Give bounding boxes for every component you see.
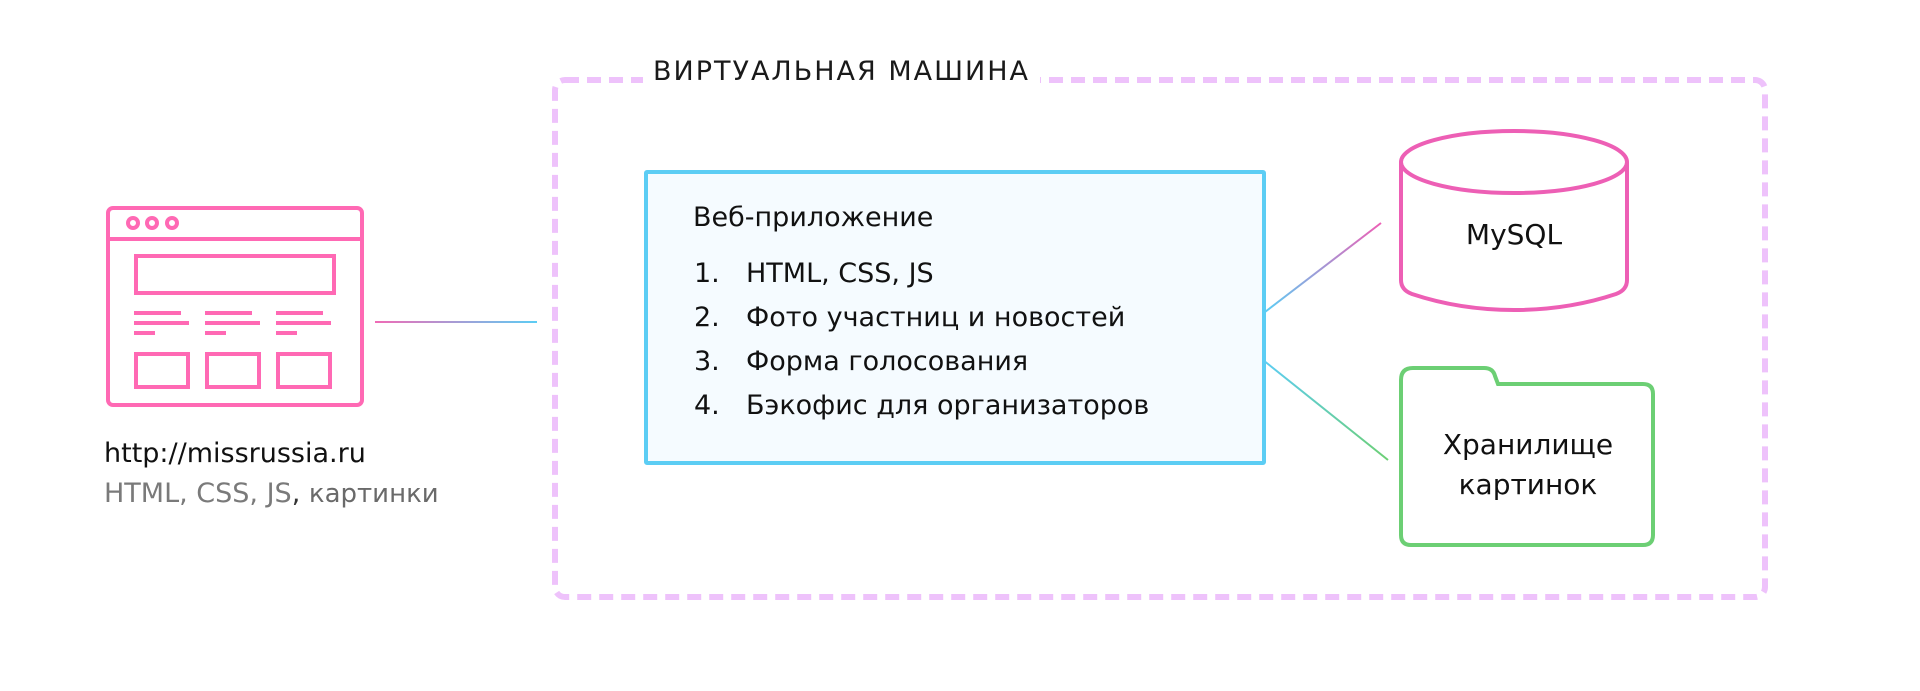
list-item-number: 2. [694, 302, 720, 333]
list-item-label: Бэкофис для организаторов [746, 390, 1150, 421]
site-assets-images: картинки [308, 479, 439, 509]
site-url: http://missrussia.ru [104, 438, 366, 469]
storage-label-line2: картинок [1458, 468, 1598, 501]
list-item-label: Фото участниц и новостей [746, 302, 1126, 333]
list-item-number: 3. [694, 346, 720, 377]
list-item-label: Форма голосования [746, 346, 1029, 377]
web-app-box: Веб-приложение 1. HTML, CSS, JS 2. Фото уч… [644, 170, 1266, 465]
mysql-label: MySQL [1465, 218, 1563, 251]
vm-frame-title: ВИРТУАЛЬНАЯ МАШИНА [643, 56, 1040, 87]
list-item: 3. Форма голосования [694, 340, 1149, 384]
connector-webapp-to-mysql [1264, 222, 1382, 313]
list-item: 1. HTML, CSS, JS [694, 252, 1149, 296]
storage-label-line1: Хранилище [1442, 428, 1614, 461]
list-item: 4. Бэкофис для организаторов [694, 384, 1149, 428]
database-cylinder-icon [1399, 129, 1629, 313]
list-item-number: 4. [694, 390, 720, 421]
folder-icon [1399, 366, 1655, 547]
web-app-list: 1. HTML, CSS, JS 2. Фото участниц и новост… [694, 252, 1149, 428]
connector-webapp-to-storage [1262, 359, 1389, 461]
list-item-number: 1. [694, 258, 720, 289]
browser-window-icon [106, 206, 364, 407]
site-assets-separator: , [291, 478, 301, 509]
list-item: 2. Фото участниц и новостей [694, 296, 1149, 340]
storage-label: Хранилище картинок [1400, 425, 1656, 505]
site-assets-code: HTML, CSS, JS [104, 478, 292, 509]
site-assets: HTML, CSS, JS, картинки [104, 478, 439, 509]
vm-frame [552, 77, 1768, 600]
web-app-title: Веб-приложение [693, 202, 934, 233]
list-item-label: HTML, CSS, JS [746, 258, 934, 289]
